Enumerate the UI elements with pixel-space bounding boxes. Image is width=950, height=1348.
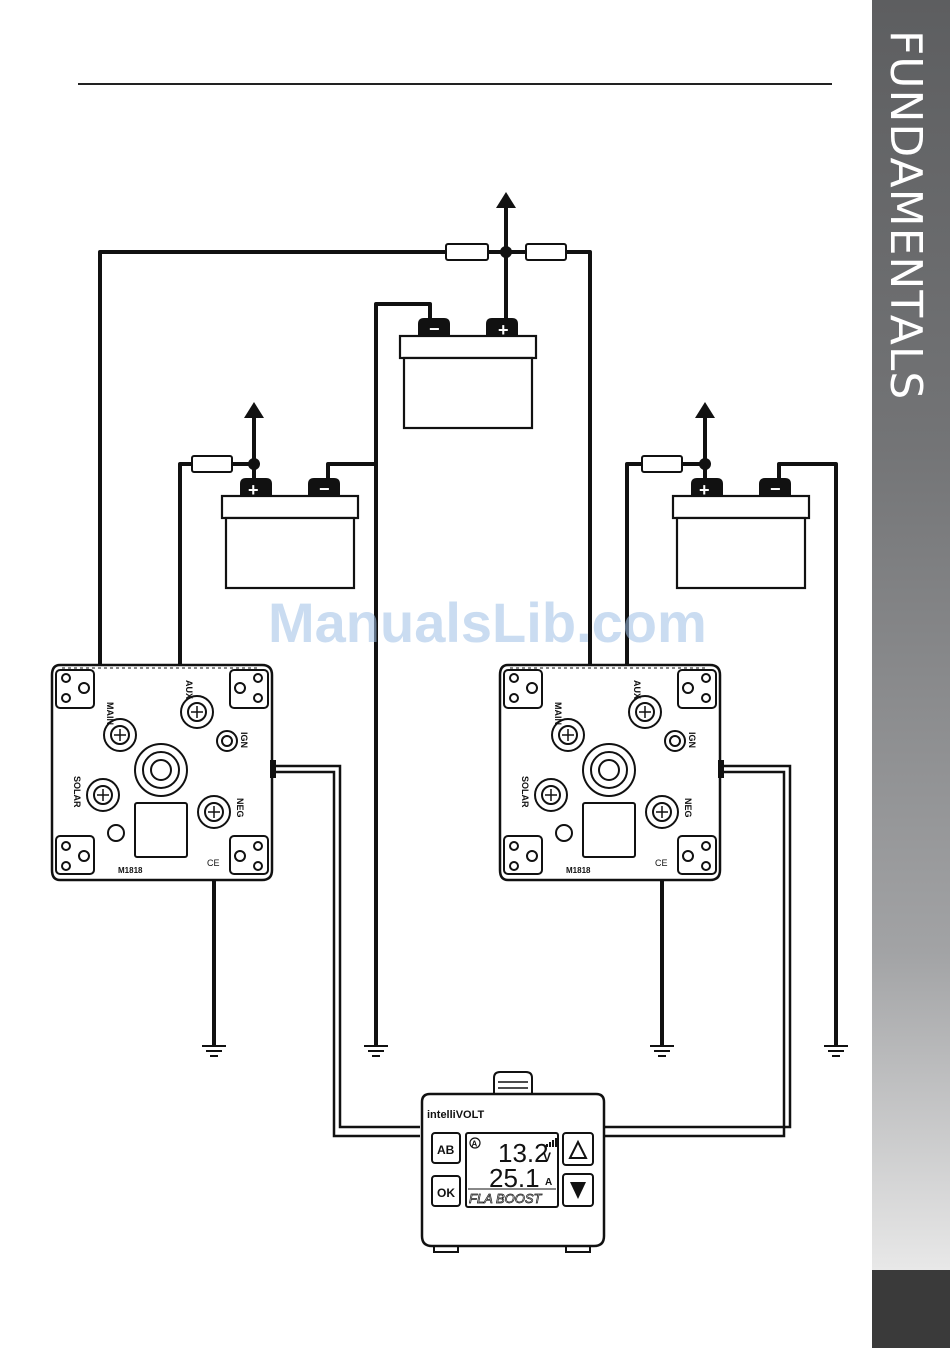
fuse-top-left (446, 244, 488, 260)
ground-symbols (202, 1046, 848, 1056)
ground-4 (824, 1046, 848, 1056)
ground-1 (202, 1046, 226, 1056)
current-unit: A (545, 1177, 552, 1188)
voltage-unit: V (543, 1150, 551, 1164)
wiring-diagram: CE (0, 0, 870, 1348)
battery-right-neg: − (770, 479, 781, 499)
mode-text: FLA BOOST (469, 1191, 543, 1206)
sidebar-title-text: FUNDAMENTALS (880, 30, 931, 400)
label-aux: AUX (184, 680, 194, 699)
label-ign: IGN (239, 732, 249, 748)
label-neg: NEG (235, 798, 245, 818)
ground-2 (364, 1046, 388, 1056)
label-aux: AUX (632, 680, 642, 699)
charger-right: MAIN AUX IGN SOLAR NEG M1818 (500, 665, 724, 880)
battery-left-neg: − (319, 479, 330, 499)
battery-main: − + (400, 318, 536, 428)
label-ign: IGN (687, 732, 697, 748)
label-main: MAIN (105, 702, 115, 725)
watermark: ManualsLib.com (268, 590, 707, 655)
brand-label: intelliVOLT (427, 1109, 485, 1121)
ab-button-label: AB (437, 1143, 455, 1157)
label-solar: SOLAR (72, 776, 82, 808)
battery-left: + − (222, 478, 358, 588)
label-solar: SOLAR (520, 776, 530, 808)
page-number-block (872, 1270, 950, 1348)
fuse-right (642, 456, 682, 472)
fuse-top-right (526, 244, 566, 260)
label-model: M1818 (118, 866, 143, 875)
label-main: MAIN (553, 702, 563, 725)
ground-3 (650, 1046, 674, 1056)
display-unit: intelliVOLT AB OK A 13.2 V 25.1 A FLA BO… (422, 1072, 604, 1252)
fuse-left (192, 456, 232, 472)
channel-badge: A (472, 1140, 478, 1149)
battery-main-pos: + (498, 320, 509, 340)
sidebar-title: FUNDAMENTALS (872, 0, 950, 1270)
label-neg: NEG (683, 798, 693, 818)
label-model: M1818 (566, 866, 591, 875)
battery-main-neg: − (429, 319, 440, 339)
ok-button-label: OK (437, 1186, 455, 1200)
battery-right-pos: + (699, 480, 710, 500)
battery-left-pos: + (248, 480, 259, 500)
battery-right: + − (673, 478, 809, 588)
charger-left: MAIN AUX IGN SOLAR NEG M1818 (52, 665, 276, 880)
